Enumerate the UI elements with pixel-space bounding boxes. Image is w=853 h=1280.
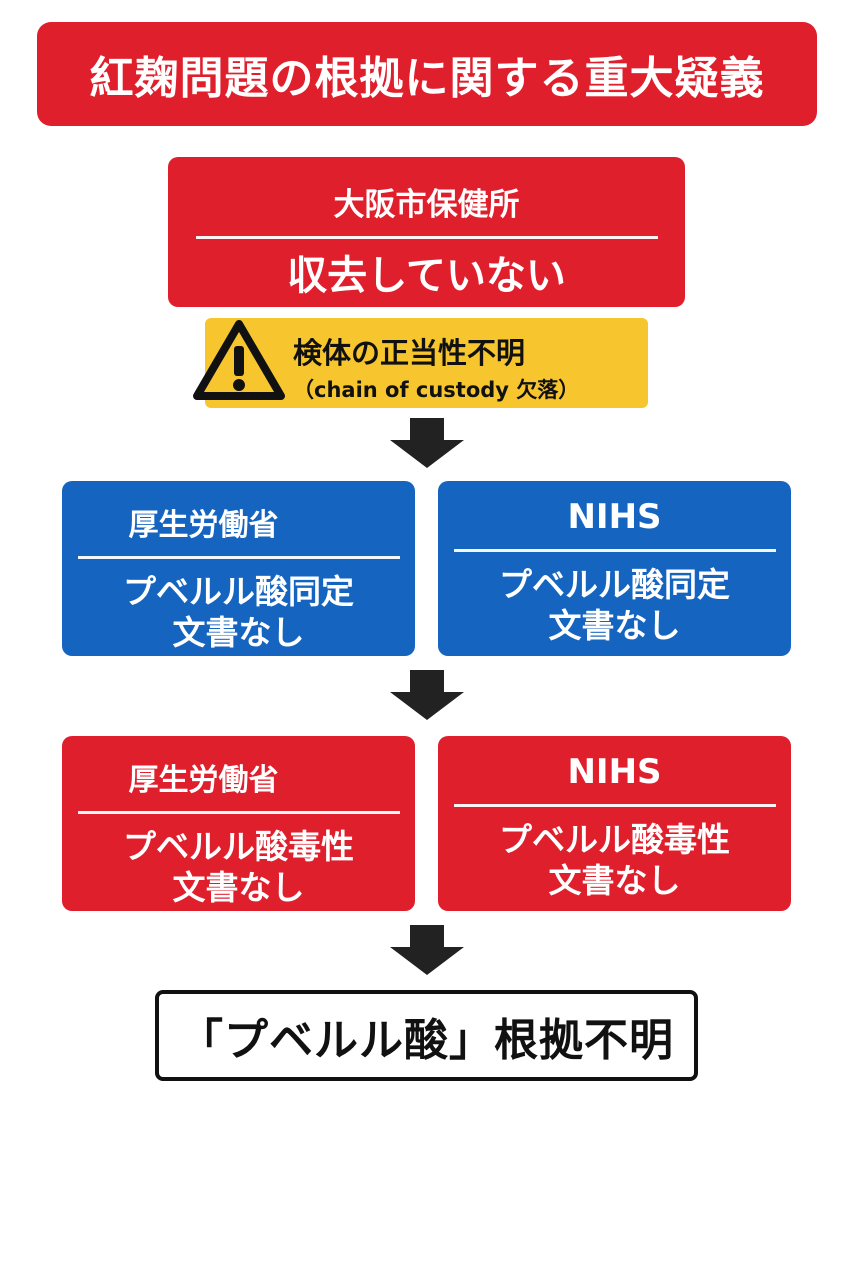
- mhlw-toxicity-box: 厚生労働省 プベルル酸毒性 文書なし: [62, 736, 415, 911]
- box-line2: 文書なし: [548, 861, 681, 901]
- box-line1: プベルル酸毒性: [499, 820, 730, 859]
- warning-triangle-icon: [193, 320, 285, 400]
- warning-title: 検体の正当性不明: [293, 336, 526, 370]
- down-arrow-icon: [390, 670, 464, 720]
- diagram-title: 紅麹問題の根拠に関する重大疑義: [89, 53, 765, 104]
- box-line2: 文書なし: [548, 606, 681, 646]
- divider: [453, 549, 776, 552]
- box-header: 厚生労働省: [128, 508, 279, 543]
- osaka-health-center-box: 大阪市保健所 収去していない: [168, 157, 685, 307]
- down-arrow-icon: [390, 925, 464, 975]
- divider: [77, 556, 400, 559]
- box-line1: プベルル酸毒性: [123, 827, 354, 866]
- title-banner: 紅麹問題の根拠に関する重大疑義: [37, 22, 817, 126]
- down-arrow-icon: [390, 418, 464, 468]
- divider: [77, 811, 400, 814]
- box-line2: 文書なし: [172, 613, 305, 653]
- divider: [453, 804, 776, 807]
- osaka-status: 収去していない: [287, 253, 566, 299]
- box-line2: 文書なし: [172, 868, 305, 908]
- warning-box: 検体の正当性不明 （chain of custody 欠落）: [193, 318, 648, 408]
- nihs-identification-box: NIHS プベルル酸同定 文書なし: [438, 481, 791, 656]
- conclusion-box: 「プベルル酸」根拠不明: [155, 990, 698, 1081]
- divider: [195, 236, 658, 239]
- box-line1: プベルル酸同定: [123, 572, 354, 611]
- mhlw-identification-box: 厚生労働省 プベルル酸同定 文書なし: [62, 481, 415, 656]
- box-line1: プベルル酸同定: [499, 565, 730, 604]
- box-header: 厚生労働省: [128, 763, 279, 798]
- conclusion-text: 「プベルル酸」根拠不明: [179, 1014, 674, 1066]
- nihs-toxicity-box: NIHS プベルル酸毒性 文書なし: [438, 736, 791, 911]
- osaka-header: 大阪市保健所: [333, 187, 520, 223]
- box-header: NIHS: [567, 497, 662, 537]
- warning-subtitle: （chain of custody 欠落）: [293, 378, 580, 402]
- box-header: NIHS: [567, 752, 662, 792]
